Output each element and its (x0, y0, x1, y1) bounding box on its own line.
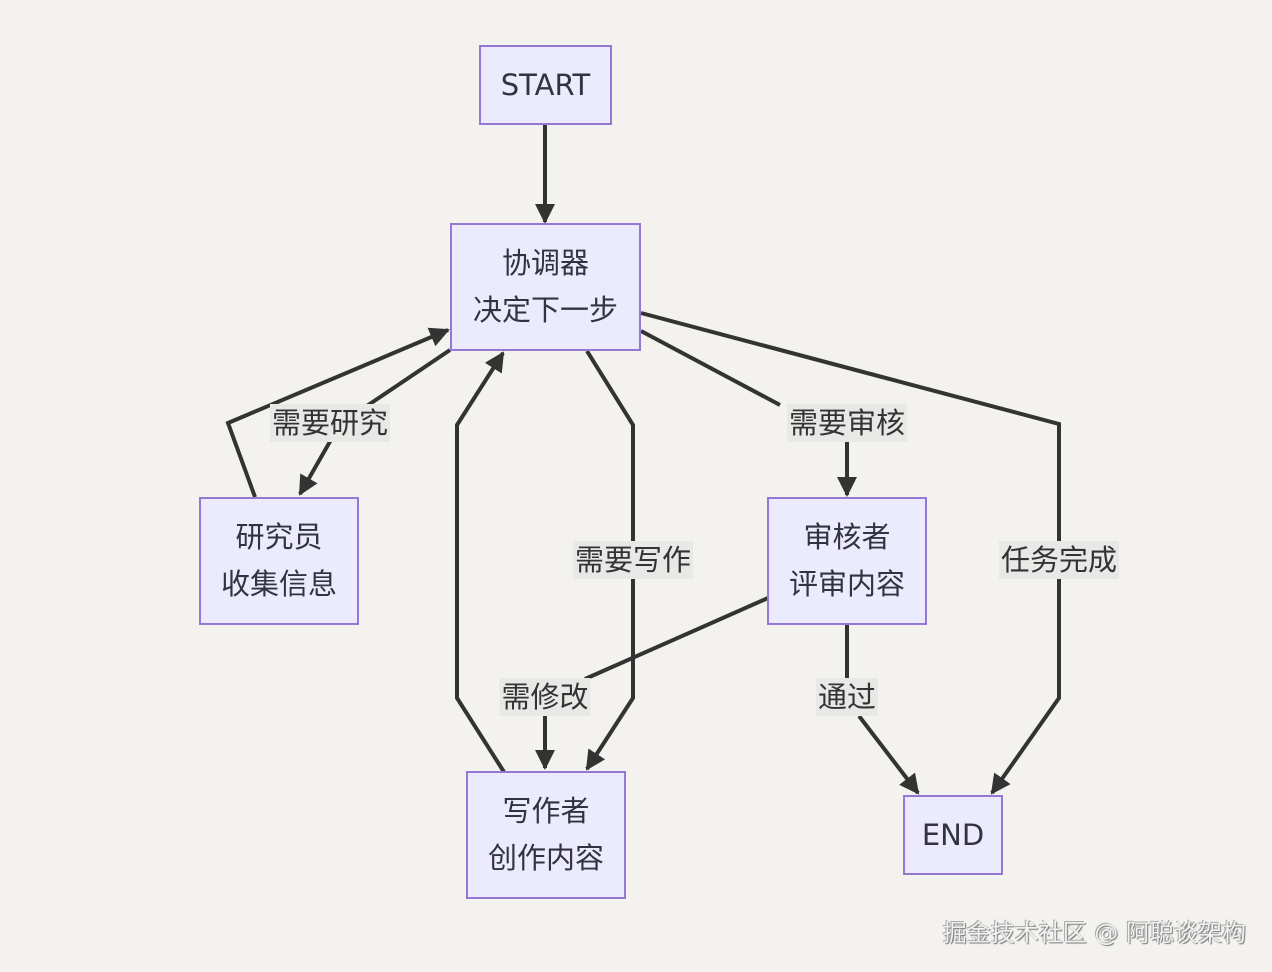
edge-writer-coordinator (455, 351, 506, 774)
edge-reviewer-writer (545, 596, 769, 768)
node-reviewer-line2: 评审内容 (788, 567, 905, 601)
node-writer-line2: 创作内容 (487, 841, 604, 875)
edge-label-need-review: 需要审核 (786, 404, 908, 442)
edge-reviewer-end (845, 625, 918, 793)
node-researcher-line1: 研究员 (235, 520, 323, 554)
node-reviewer-line1: 审核者 (803, 520, 891, 554)
node-reviewer[interactable]: 审核者 评审内容 (767, 497, 927, 625)
node-researcher-line2: 收集信息 (220, 567, 337, 601)
node-end-label: END (921, 817, 985, 852)
node-start-label: START (500, 67, 591, 102)
node-coordinator-line1: 协调器 (501, 246, 589, 280)
node-writer-line1: 写作者 (502, 794, 590, 828)
edge-label-task-complete: 任务完成 (998, 541, 1120, 579)
edge-coordinator-reviewer (640, 329, 847, 495)
edge-label-needs-revision: 需修改 (499, 678, 591, 716)
node-researcher[interactable]: 研究员 收集信息 (199, 497, 359, 625)
edge-label-need-writing: 需要写作 (572, 541, 694, 579)
edge-label-approved: 通过 (815, 678, 879, 716)
node-end[interactable]: END (903, 795, 1003, 875)
edge-label-need-research: 需要研究 (269, 404, 391, 442)
watermark: 掘金技术社区 @ 阿聪谈架构 (942, 919, 1246, 947)
edge-researcher-coordinator (225, 327, 450, 498)
node-coordinator-line2: 决定下一步 (472, 293, 618, 327)
node-coordinator[interactable]: 协调器 决定下一步 (450, 223, 641, 351)
node-start[interactable]: START (479, 45, 612, 125)
node-writer[interactable]: 写作者 创作内容 (466, 771, 626, 899)
